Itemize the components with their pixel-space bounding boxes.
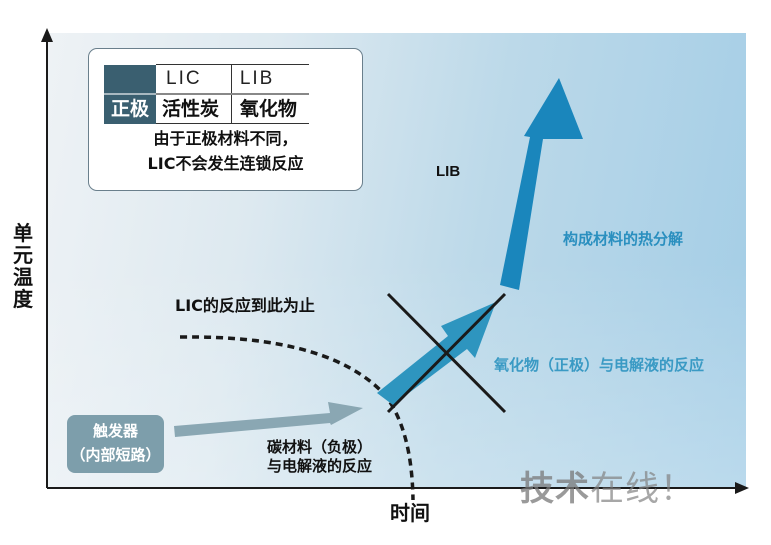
carbon-reaction-line-2: 与电解液的反应 <box>267 457 373 475</box>
column-header-lic: LIC <box>156 64 232 94</box>
info-note: 由于正极材料不同， LIC不会发生连锁反应 <box>89 126 362 176</box>
thermal-decomposition-arrow <box>500 78 583 290</box>
table-row: 正极 活性炭 氧化物 <box>104 93 309 124</box>
table-header-row: LIC LIB <box>104 64 309 94</box>
watermark-rest: 在线！ <box>590 469 695 509</box>
cell-lib-cathode: 氧化物 <box>230 93 309 124</box>
table-corner-cell <box>104 64 156 94</box>
electrode-comparison-table: LIC LIB 正极 活性炭 氧化物 <box>104 64 309 124</box>
lib-label: LIB <box>436 163 461 180</box>
cross-mark-icon <box>386 292 507 414</box>
x-axis <box>47 482 749 494</box>
trigger-arrow <box>174 402 363 437</box>
info-note-line-1: 由于正极材料不同， <box>153 129 298 148</box>
cell-lic-cathode: 活性炭 <box>156 93 232 124</box>
trigger-line-1: 触发器 <box>92 422 138 440</box>
y-axis <box>41 28 53 488</box>
row-label-cathode: 正极 <box>104 93 156 124</box>
y-axis-label: 单元温度 <box>13 221 33 311</box>
lic-limit-dashed-curve <box>179 335 415 501</box>
oxide-reaction-arrow <box>377 302 496 405</box>
x-axis-label: 时间 <box>390 501 430 525</box>
carbon-reaction-line-1: 碳材料（负极） <box>267 438 373 456</box>
trigger-line-2: （内部短路） <box>70 446 161 464</box>
trigger-box: 触发器 （内部短路） <box>67 415 164 473</box>
comparison-info-box: LIC LIB 正极 活性炭 氧化物 由于正极材料不同， LIC不会发生连锁反应 <box>88 48 363 191</box>
info-note-line-2: LIC不会发生连锁反应 <box>147 154 304 173</box>
column-header-lib: LIB <box>230 64 309 94</box>
watermark-bold: 技术 <box>520 469 590 509</box>
watermark: 技术在线！ <box>520 461 695 510</box>
carbon-reaction-label: 碳材料（负极） 与电解液的反应 <box>267 438 372 476</box>
lic-stop-label: LIC的反应到此为止 <box>175 296 315 315</box>
thermal-decomposition-label: 构成材料的热分解 <box>563 230 684 248</box>
oxide-reaction-label: 氧化物（正极）与电解液的反应 <box>494 356 705 374</box>
